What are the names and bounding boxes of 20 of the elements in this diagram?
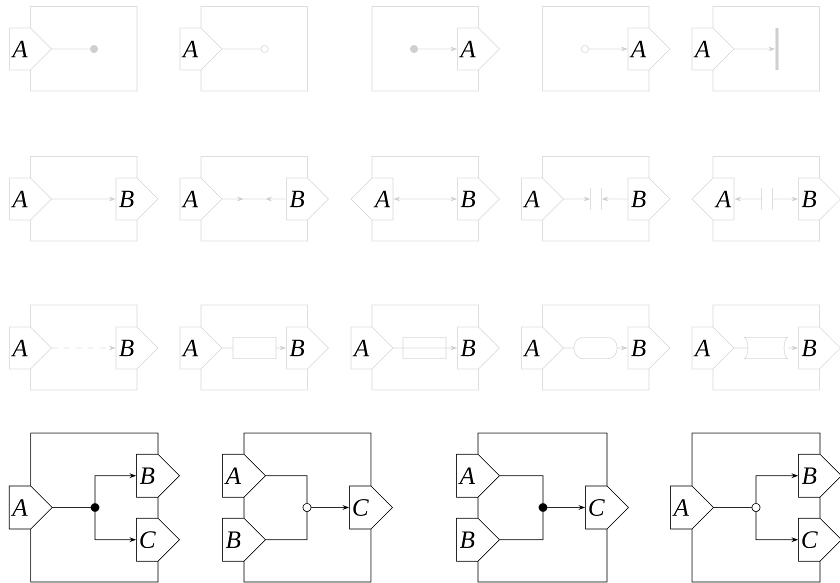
rectangle-shape — [402, 336, 447, 360]
junction-dot — [90, 45, 98, 53]
connector-line — [713, 507, 752, 508]
double-bar-mark — [761, 188, 773, 210]
junction-circle — [260, 45, 268, 53]
junction-dot — [538, 503, 548, 512]
junction-circle — [581, 45, 589, 53]
junction-circle — [752, 503, 760, 512]
connector-line — [265, 475, 308, 504]
junction-dot — [410, 45, 418, 53]
connector-line — [499, 511, 544, 540]
junction-dot — [90, 503, 100, 512]
cylinder-shape — [744, 336, 788, 360]
connector-line — [52, 507, 92, 508]
double-bar-mark — [590, 188, 602, 210]
connector-line — [499, 475, 544, 504]
connector-line — [265, 512, 308, 540]
rounded-shape — [574, 336, 618, 360]
rectangle-shape — [232, 336, 276, 360]
junction-circle — [302, 503, 312, 512]
